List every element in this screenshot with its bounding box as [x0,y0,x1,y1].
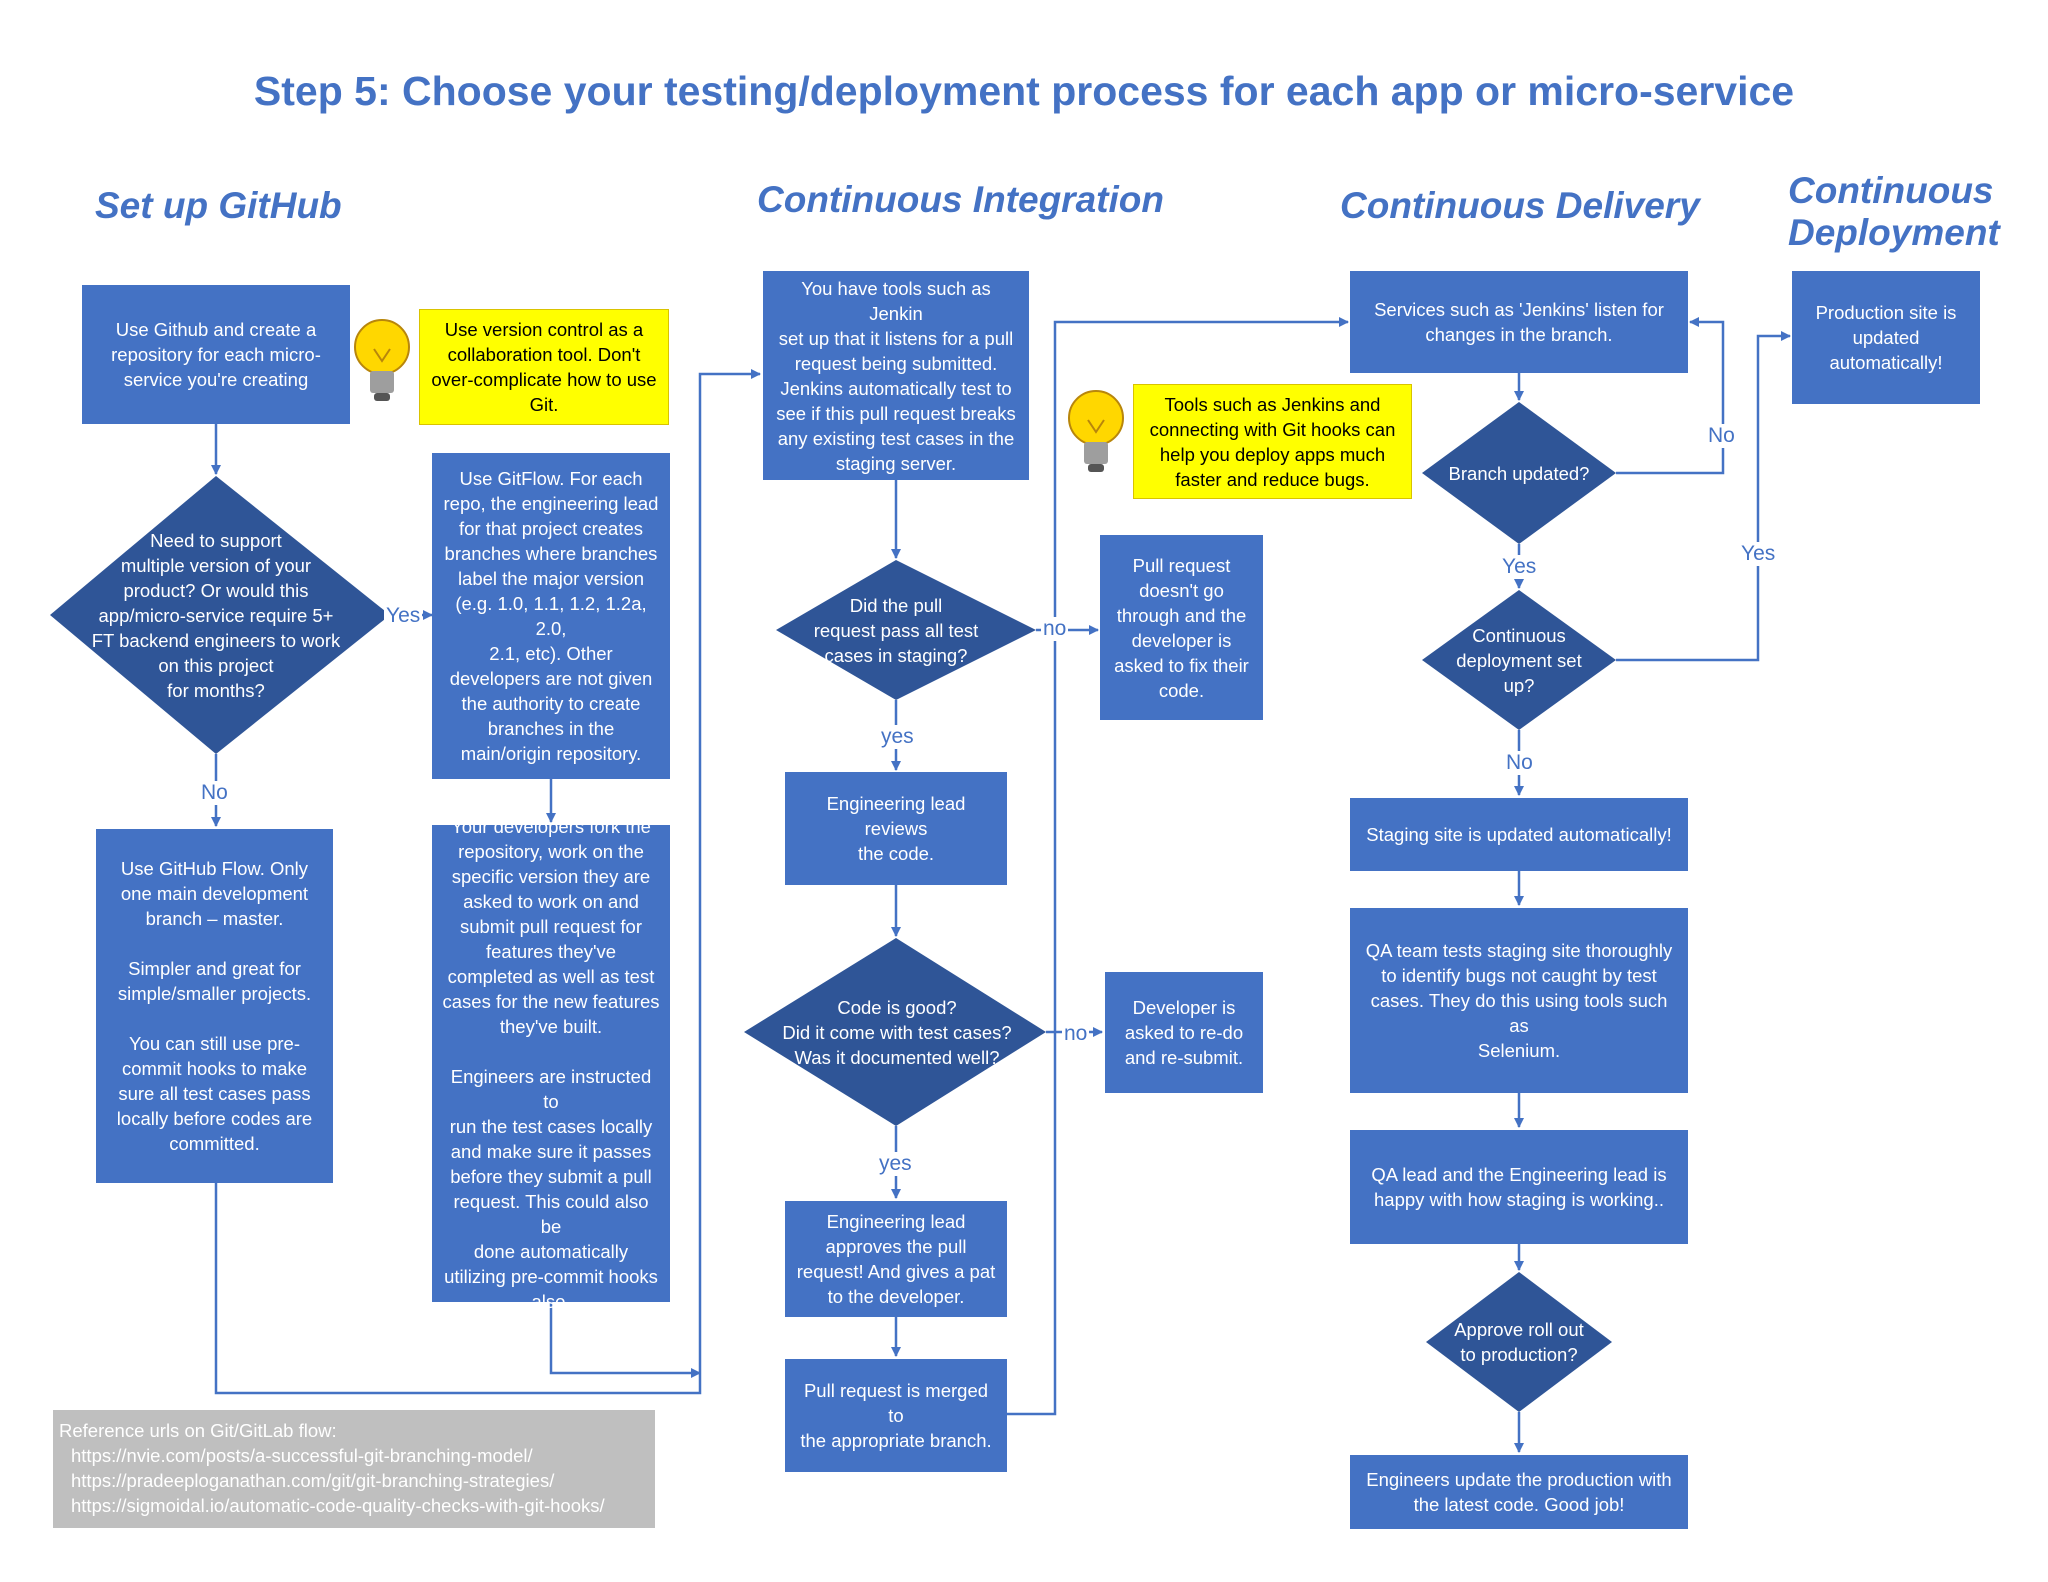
section-title-ci: Continuous Integration [757,179,1164,220]
fix-code-box: Pull request doesn't go through and the … [1100,535,1263,720]
lightbulb-icon [1068,390,1124,472]
connector [1616,317,1725,475]
create-repo-box: Use Github and create a repository for e… [82,285,350,424]
decision-diamond-tests-pass [776,560,1036,700]
decision-diamond-branch-updated [1422,402,1616,544]
github-flow-box: Use GitHub Flow. Only one main developme… [96,829,333,1183]
no-label: no [1041,617,1069,641]
reference-url[interactable]: https://nvie.com/posts/a-successful-git-… [71,1445,533,1466]
yes-label: Yes [1739,542,1778,566]
approve-pull-request-box: Engineering lead approves the pull reque… [785,1201,1007,1317]
connector [549,1302,701,1378]
tip-note-jenkins: Tools such as Jenkins and connecting wit… [1133,384,1412,499]
decision-diamond-support [50,476,390,754]
qa-testing-box: QA team tests staging site thoroughly to… [1350,908,1688,1093]
no-label: No [1504,751,1535,775]
section-title-deploy: Continuous Deployment [1788,170,2000,253]
connector [1616,331,1791,662]
section-title-github: Set up GitHub [95,185,342,226]
page-title: Step 5: Choose your testing/deployment p… [253,68,1795,114]
reference-url[interactable]: https://pradeeploganathan.com/git/git-br… [71,1470,555,1491]
reference-urls-panel: Reference urls on Git/GitLab flow: https… [53,1410,655,1528]
decision-tests-pass: Did the pull request pass all test cases… [813,594,979,666]
tip-note-version-control: Use version control as a collaboration t… [419,309,669,425]
decision-deployment-setup: Continuous deployment set up? [1456,624,1582,696]
lightbulb-icon [354,319,410,401]
leads-happy-box: QA lead and the Engineering lead is happ… [1350,1130,1688,1244]
decision-diamond-deploy-setup [1422,590,1616,730]
yes-label: Yes [384,604,423,628]
redo-box: Developer is asked to re-do and re-submi… [1105,972,1263,1093]
gitflow-box: Use GitFlow. For each repo, the engineer… [432,453,670,779]
engineering-review-box: Engineering lead reviews the code. [785,772,1007,885]
reference-url[interactable]: https://sigmoidal.io/automatic-code-qual… [71,1495,605,1516]
fork-repository-box: Your developers fork the repository, wor… [432,816,670,1312]
decision-approve-rollout: Approve roll out to production? [1454,1319,1584,1365]
no-label: No [1706,424,1737,448]
staging-updated-box: Staging site is updated automatically! [1350,798,1688,871]
decision-code-good: Code is good? Did it come with test case… [782,996,1012,1068]
no-label: No [199,781,230,805]
decision-diamond-rollout [1426,1272,1612,1412]
no-label: no [1062,1022,1090,1046]
yes-label: yes [879,725,916,749]
engineers-update-production-box: Engineers update the production with the… [1350,1455,1688,1529]
merged-box: Pull request is merged to the appropriat… [785,1359,1007,1472]
connector [1005,317,1349,1416]
reference-heading: Reference urls on Git/GitLab flow: [59,1420,337,1441]
production-updated-box: Production site is updated automatically… [1792,271,1980,404]
section-title-cd: Continuous Delivery [1340,185,1700,226]
connector [214,369,761,1395]
decision-support-multiple-versions: Need to support multiple version of your… [91,529,341,701]
yes-label: yes [877,1152,914,1176]
decision-branch-updated: Branch updated? [1448,462,1590,484]
jenkins-listen-branch-box: Services such as 'Jenkins' listen for ch… [1350,271,1688,373]
jenkins-listens-box: You have tools such as Jenkin set up tha… [763,271,1029,480]
decision-diamond-code-good [744,938,1046,1126]
yes-label: Yes [1500,555,1539,579]
